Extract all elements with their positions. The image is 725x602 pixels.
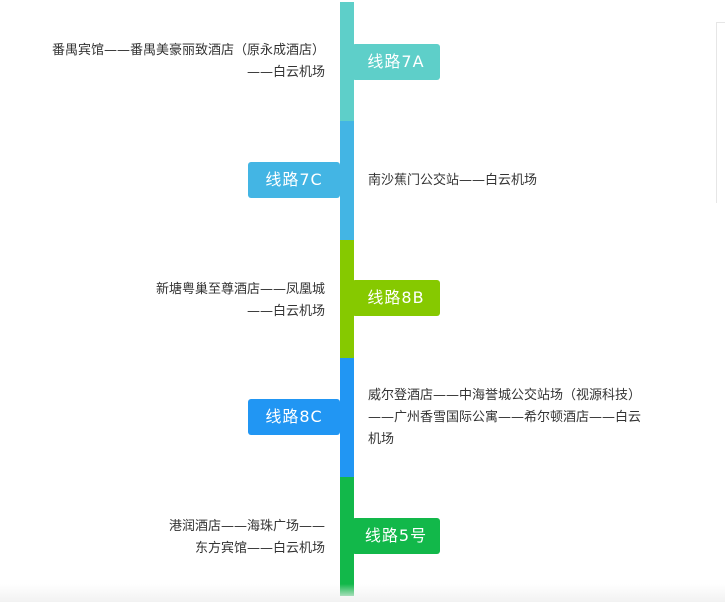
route-description-8b: 新塘粤巢至尊酒店——凤凰城 ——白云机场 — [65, 279, 325, 323]
route-description-line: 新塘粤巢至尊酒店——凤凰城 — [155, 282, 325, 297]
route-tag-label: 线路8C — [265, 407, 323, 426]
route-description-line: 港润酒店——海珠广场—— — [168, 519, 325, 534]
bottom-fade — [0, 584, 725, 602]
route-tag-label: 线路7A — [367, 52, 425, 71]
timeline-segment-7c — [340, 121, 354, 240]
timeline-segment-8c — [340, 358, 354, 477]
route-description-7c: 南沙蕉门公交站——白云机场 — [368, 170, 686, 192]
route-tag-7c[interactable]: 线路7C — [244, 162, 340, 202]
route-tag-5[interactable]: 线路5号 — [352, 518, 444, 558]
route-tag-label: 线路7C — [265, 170, 323, 189]
route-tag-8c[interactable]: 线路8C — [244, 399, 340, 439]
route-description-line: 机场 — [368, 432, 395, 447]
route-description-line: 威尔登酒店——中海誉城公交站场（视源科技） — [368, 388, 642, 403]
route-description-5: 港润酒店——海珠广场—— 东方宾馆——白云机场 — [65, 516, 325, 560]
route-description-7a: 番禺宾馆——番禺美豪丽致酒店（原永成酒店） ——白云机场 — [0, 40, 325, 84]
route-description-line: ——白云机场 — [246, 304, 325, 319]
route-description-8c: 威尔登酒店——中海誉城公交站场（视源科技） ——广州香雪国际公寓——希尔顿酒店—… — [368, 385, 686, 451]
timeline-segment-8b — [340, 240, 354, 359]
route-description-line: 番禺宾馆——番禺美豪丽致酒店（原永成酒店） — [51, 43, 325, 58]
timeline-segment-5 — [340, 477, 354, 596]
route-tag-label: 线路5号 — [364, 526, 428, 545]
side-panel-edge — [716, 22, 725, 203]
route-tag-8b[interactable]: 线路8B — [352, 280, 444, 320]
route-description-line: 南沙蕉门公交站——白云机场 — [368, 173, 538, 188]
route-tag-label: 线路8B — [367, 288, 425, 307]
timeline-segment-7a — [340, 2, 354, 122]
route-description-line: 东方宾馆——白云机场 — [194, 541, 325, 556]
route-description-line: ——广州香雪国际公寓——希尔顿酒店——白云 — [368, 410, 642, 425]
route-tag-7a[interactable]: 线路7A — [352, 44, 444, 84]
route-description-line: ——白云机场 — [246, 65, 325, 80]
